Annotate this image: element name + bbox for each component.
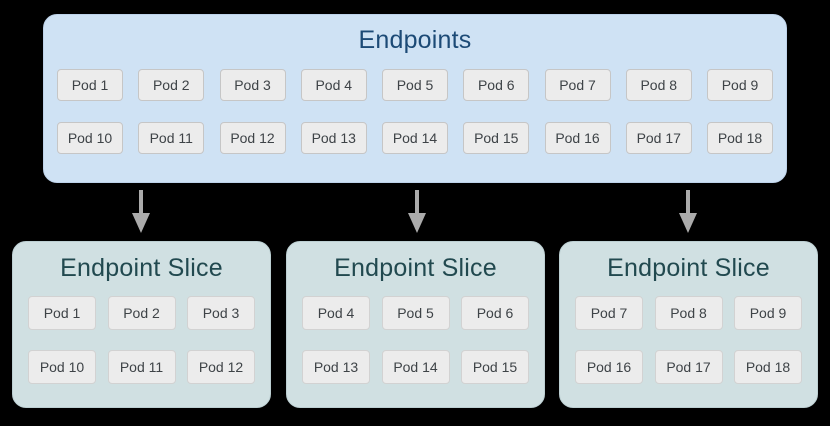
pod: Pod 18	[734, 350, 802, 384]
pod: Pod 7	[575, 296, 643, 330]
pod: Pod 13	[300, 122, 367, 154]
pod: Pod 10	[57, 122, 123, 154]
pod: Pod 4	[300, 69, 367, 101]
endpoints-pod-row-2: Pod 10 Pod 11 Pod 12 Pod 13 Pod 14 Pod 1…	[44, 122, 786, 154]
pod: Pod 8	[654, 296, 723, 330]
slice-pod-row-2: Pod 10 Pod 11 Pod 12	[13, 350, 270, 384]
endpoint-slice-title: Endpoint Slice	[607, 254, 770, 282]
pod: Pod 1	[28, 296, 96, 330]
arrow-head	[408, 213, 426, 233]
pod: Pod 17	[654, 350, 723, 384]
endpoints-title: Endpoints	[358, 26, 472, 54]
pod: Pod 12	[187, 350, 255, 384]
endpoints-box: Endpoints Pod 1 Pod 2 Pod 3 Pod 4 Pod 5 …	[43, 14, 787, 183]
pod: Pod 3	[187, 296, 255, 330]
pod: Pod 7	[544, 69, 611, 101]
pod: Pod 16	[544, 122, 611, 154]
pod: Pod 12	[219, 122, 286, 154]
arrow-stem	[415, 190, 419, 213]
slice-pod-row-2: Pod 16 Pod 17 Pod 18	[560, 350, 817, 384]
pod: Pod 9	[734, 296, 802, 330]
pod: Pod 1	[57, 69, 123, 101]
endpoint-slice-box-2: Endpoint Slice Pod 4 Pod 5 Pod 6 Pod 13 …	[286, 241, 545, 408]
arrow-stem	[686, 190, 690, 213]
pod: Pod 10	[28, 350, 96, 384]
pod: Pod 17	[625, 122, 692, 154]
arrow-head	[679, 213, 697, 233]
pod: Pod 2	[107, 296, 176, 330]
pod: Pod 11	[107, 350, 176, 384]
pod: Pod 13	[302, 350, 370, 384]
slice-pod-row-2: Pod 13 Pod 14 Pod 15	[287, 350, 544, 384]
pod: Pod 18	[707, 122, 773, 154]
slice-pod-row-1: Pod 7 Pod 8 Pod 9	[560, 296, 817, 330]
pod: Pod 9	[707, 69, 773, 101]
pod: Pod 8	[625, 69, 692, 101]
endpoint-slice-box-1: Endpoint Slice Pod 1 Pod 2 Pod 3 Pod 10 …	[12, 241, 271, 408]
endpoint-slice-title: Endpoint Slice	[334, 254, 497, 282]
arrow-down-icon	[132, 190, 150, 234]
endpoint-slice-title: Endpoint Slice	[60, 254, 223, 282]
endpoints-pod-row-1: Pod 1 Pod 2 Pod 3 Pod 4 Pod 5 Pod 6 Pod …	[44, 69, 786, 101]
pod: Pod 2	[138, 69, 205, 101]
endpoint-slice-box-3: Endpoint Slice Pod 7 Pod 8 Pod 9 Pod 16 …	[559, 241, 818, 408]
pod: Pod 16	[575, 350, 643, 384]
slice-pod-row-1: Pod 4 Pod 5 Pod 6	[287, 296, 544, 330]
arrow-head	[132, 213, 150, 233]
arrow-down-icon	[408, 190, 426, 234]
pod: Pod 6	[461, 296, 529, 330]
pod: Pod 5	[381, 296, 450, 330]
arrow-down-icon	[679, 190, 697, 234]
pod: Pod 5	[382, 69, 448, 101]
pod: Pod 15	[461, 350, 529, 384]
pod: Pod 15	[463, 122, 530, 154]
pod: Pod 14	[382, 122, 448, 154]
pod: Pod 11	[138, 122, 205, 154]
pod: Pod 6	[463, 69, 530, 101]
arrow-stem	[139, 190, 143, 213]
pod: Pod 14	[381, 350, 450, 384]
pod: Pod 4	[302, 296, 370, 330]
pod: Pod 3	[219, 69, 286, 101]
slice-pod-row-1: Pod 1 Pod 2 Pod 3	[13, 296, 270, 330]
